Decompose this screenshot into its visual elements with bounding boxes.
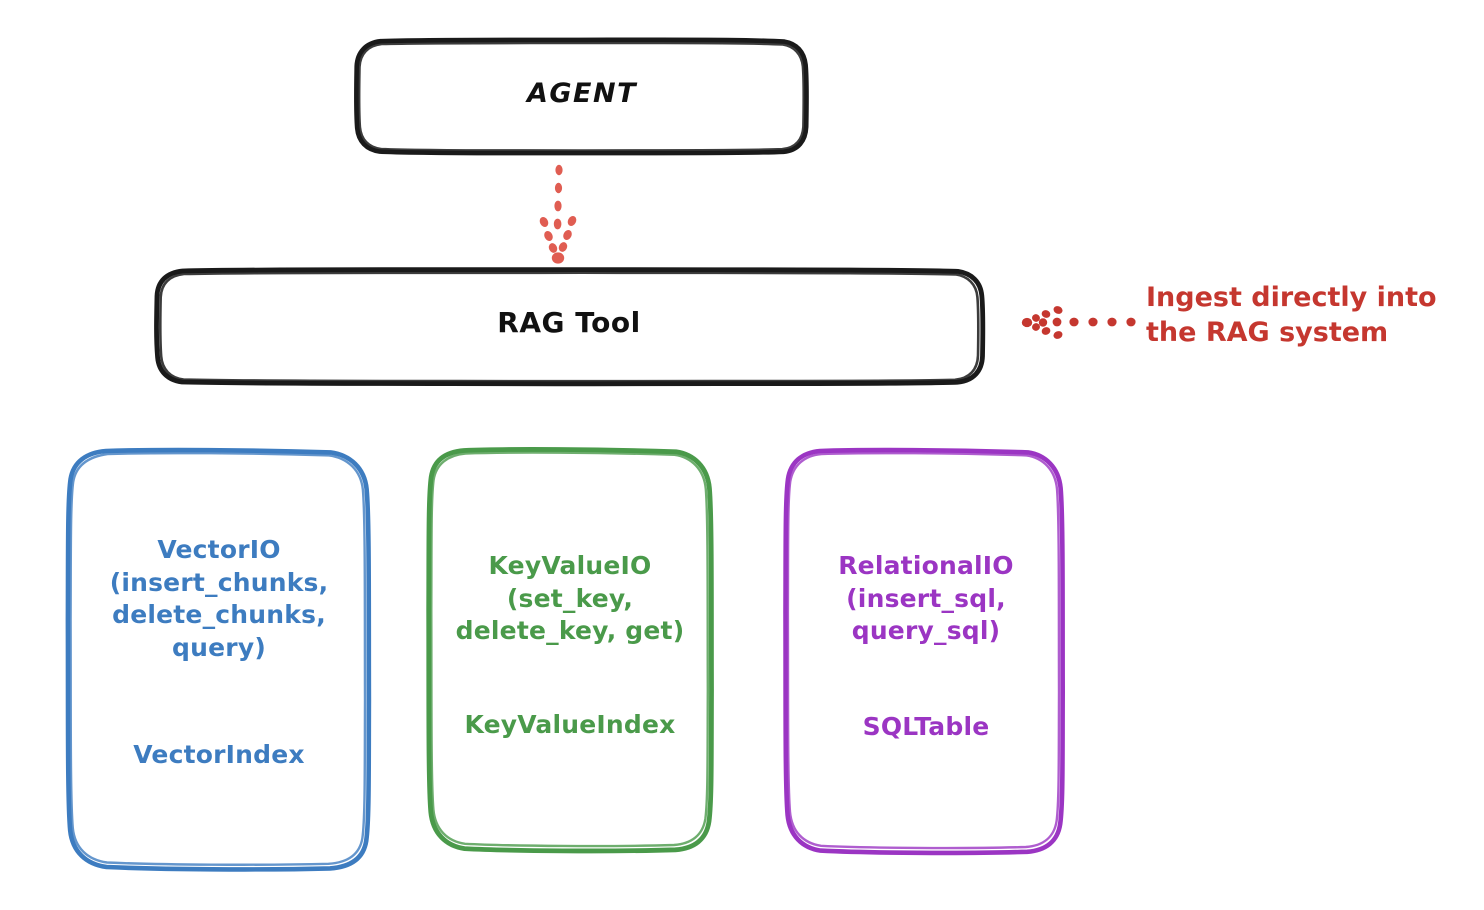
keyvalue-store-index-label: KeyValueIndex [464,710,676,739]
vector-store-title: VectorIO (insert_chunks, delete_chunks, … [109,535,329,662]
relational-store-title: RelationalIO (insert_sql, query_sql) [838,551,1014,645]
keyvalue-store-node[interactable] [426,447,714,854]
relational-store-box-sketch-overlay [786,451,1061,850]
keyvalue-store-box-sketch-overlay [430,451,709,848]
relational-store-box-outline [783,447,1065,856]
connector-agent-to-ragtool [539,164,577,264]
agent-box-sketch-overlay [357,41,806,152]
rag-tool-node[interactable] [154,267,986,387]
agent-node[interactable] [353,37,809,156]
vector-store-node[interactable] [65,447,372,872]
ingest-annotation-label: Ingest directly into the RAG system [1146,282,1437,349]
rag-tool-box-outline [154,267,986,387]
relational-store-node[interactable] [783,447,1065,856]
keyvalue-store-title: KeyValueIO (set_key, delete_key, get) [455,551,685,645]
relational-store-index-label: SQLTable [862,712,990,741]
vector-store-index-label: VectorIndex [133,740,305,769]
vector-store-box-sketch-overlay [69,451,367,866]
rag-tool-box-sketch-overlay [158,271,980,383]
vector-store-box-outline [65,447,372,872]
keyvalue-store-box-outline [426,447,714,854]
connector-annotation-to-ragtool [1021,306,1136,339]
agent-box-outline [353,37,809,156]
